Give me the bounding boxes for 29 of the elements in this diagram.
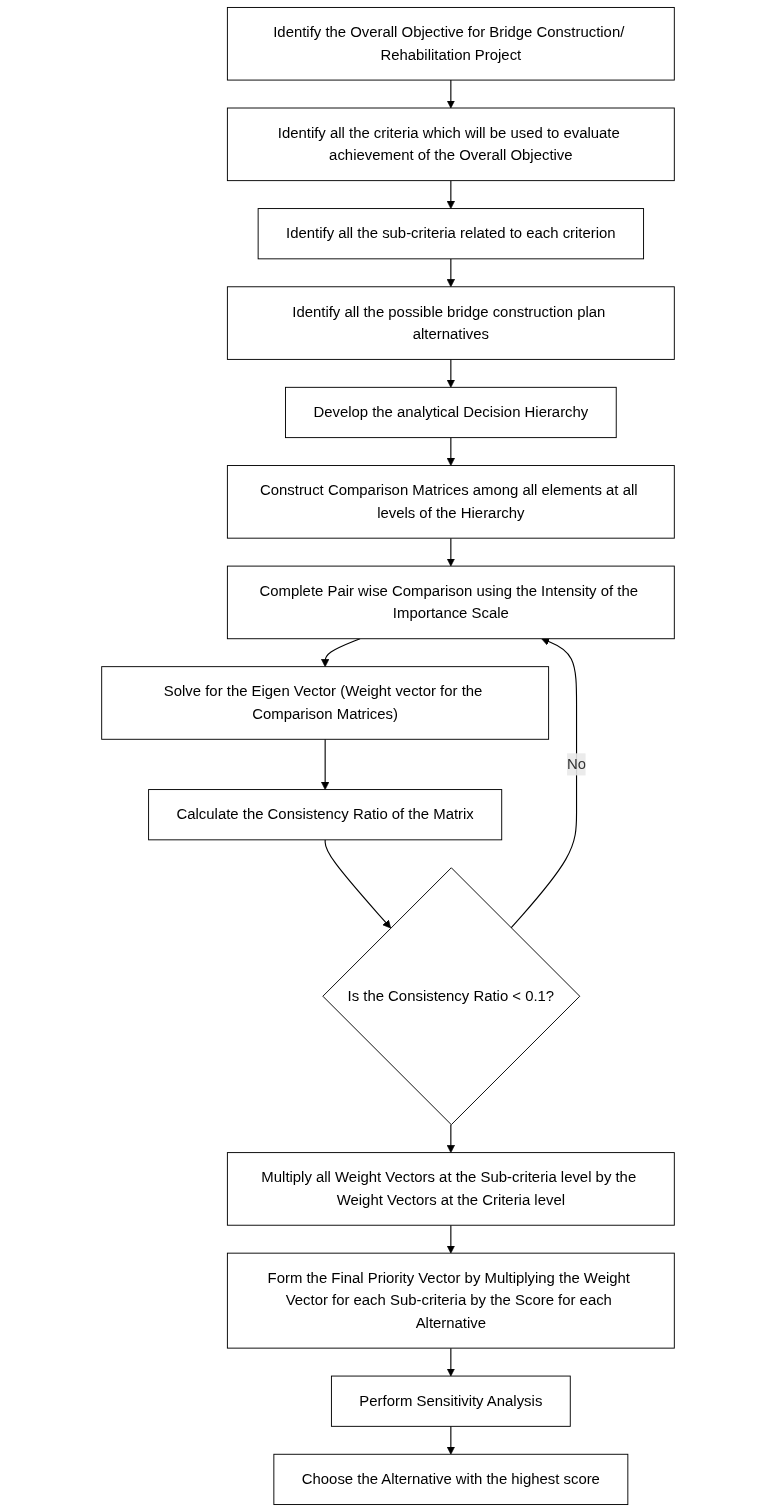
arrow (446, 258, 455, 288)
arrow (446, 180, 455, 209)
node-box: Solve for the Eigen Vector (Weight vector for the Comparison Matrices) (101, 666, 550, 740)
node-box: Identify the Overall Objective for Bridge Construction/ Rehabilitation Project (226, 7, 675, 81)
node-box: Complete Pair wise Comparison using the Intensity of the Importance Scale (226, 565, 675, 640)
arrow (446, 79, 455, 109)
node-box: Multiply all Weight Vectors at the Sub-criteria level by the Weight Vectors at the Criteria level (226, 1152, 675, 1226)
node-box: Calculate the Consistency Ratio of the Matrix (148, 789, 503, 841)
node-diamond: Is the Consistency Ratio < 0.1? (322, 867, 581, 1126)
node-box: Choose the Alternative with the highest score (273, 1453, 629, 1505)
node-box: Develop the analytical Decision Hierarchy (285, 386, 617, 439)
arrow (446, 1224, 455, 1254)
arrow (321, 738, 330, 790)
arrow (446, 1124, 455, 1153)
arrow (510, 637, 578, 929)
arrow (324, 839, 391, 929)
node-box: Perform Sensitivity Analysis (330, 1375, 571, 1427)
arrow (321, 638, 361, 668)
edge-label: No (567, 756, 587, 772)
node-box: Identify all the sub-criteria related to each criterion (257, 208, 645, 260)
arrow (446, 1347, 455, 1377)
arrow (446, 437, 455, 466)
node-box: Construct Comparison Matrices among all elements at all levels of the Hierarchy (226, 465, 675, 539)
node-box: Identify all the possible bridge construction plan alternatives (226, 286, 675, 360)
arrow (446, 1425, 455, 1455)
node-box: Form the Final Priority Vector by Multiplying the Weight Vector for each Sub-criteria by the Score for each Alternative (226, 1252, 675, 1349)
arrow (446, 537, 455, 567)
arrow (446, 358, 455, 388)
node-box: Identify all the criteria which will be used to evaluate achievement of the Overall Objective (226, 107, 675, 182)
